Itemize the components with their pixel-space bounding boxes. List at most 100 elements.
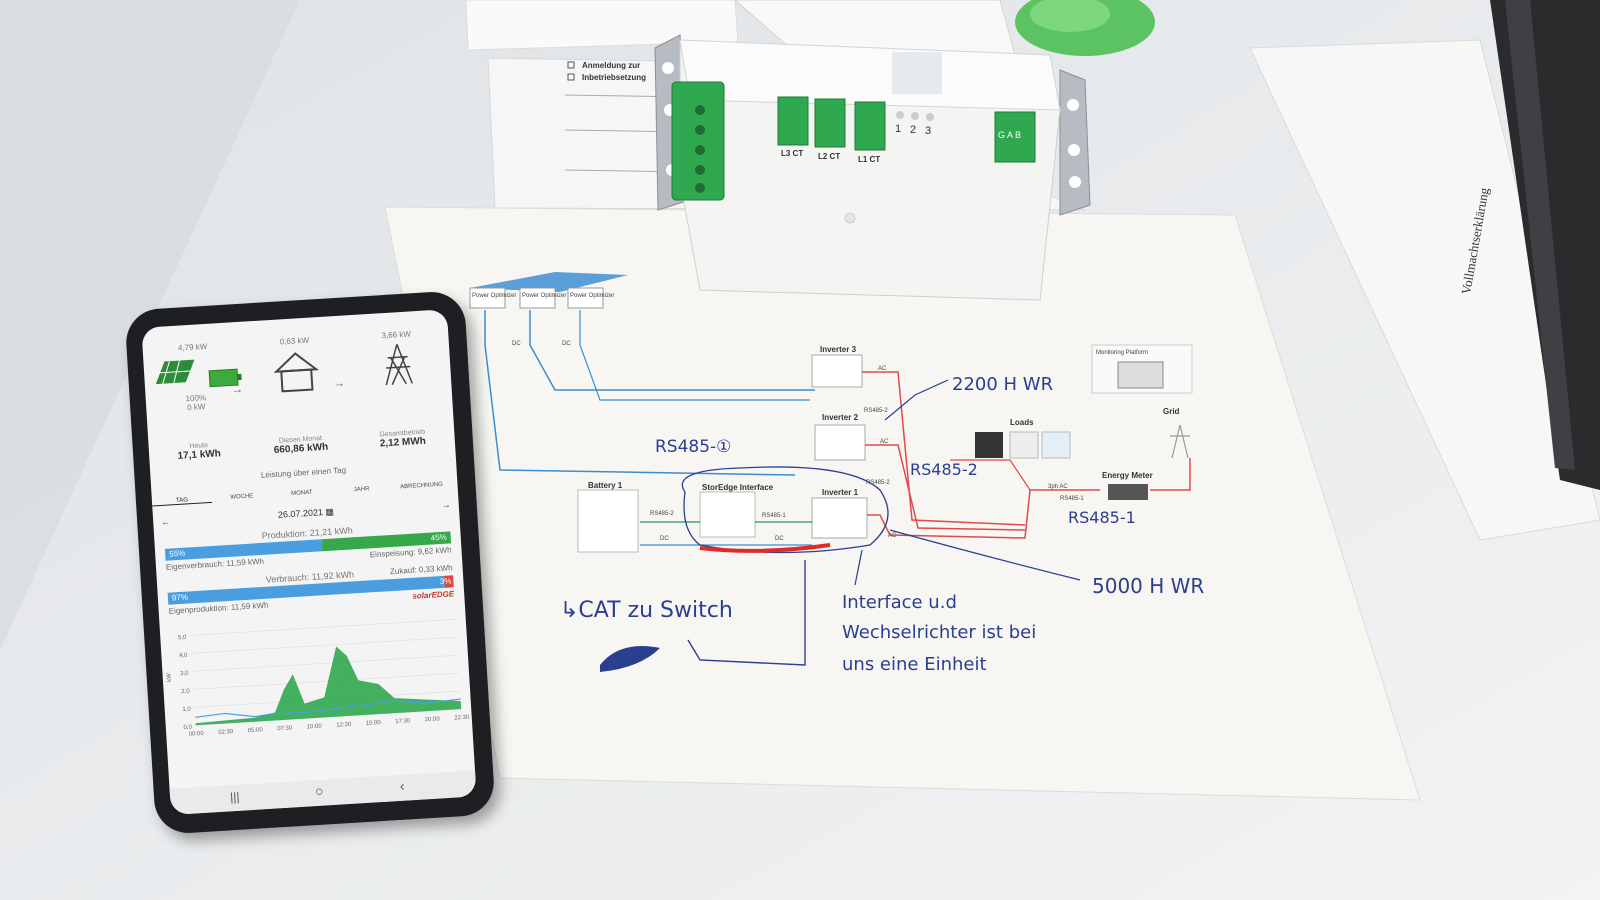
hand-wr5000: 5000 H WR — [1092, 574, 1204, 598]
battery-icon — [208, 368, 242, 388]
storedge-box — [699, 491, 756, 538]
optimizer-label-2: Power Optimizer — [522, 293, 566, 299]
stat-total: Gesamtbetrieb 2,12 MWh — [352, 427, 453, 451]
calendar-icon[interactable]: ▦ — [325, 506, 335, 517]
grid-line — [190, 618, 456, 636]
terminal-gab — [994, 111, 1036, 163]
rs485-1-storedge: RS485-1 — [762, 513, 786, 519]
ct-terminal-l3 — [777, 96, 809, 146]
tab-billing[interactable]: ABRECHNUNG — [400, 481, 444, 491]
back-icon[interactable]: ‹ — [399, 777, 405, 794]
ct-label-l3: L3 CT — [781, 149, 803, 158]
terminal-left — [671, 81, 725, 201]
y-tick-label: 0,0 — [183, 724, 192, 731]
hand-rs485-2: RS485-2 — [910, 460, 978, 479]
energy-meter-box — [1108, 484, 1148, 500]
grid-line — [193, 672, 460, 690]
production-feed-pct: 45% — [430, 532, 447, 543]
hand-wr2200: 2200 H WR — [952, 374, 1053, 395]
loads-label: Loads — [1010, 418, 1034, 427]
dc-inverter: DC — [775, 536, 784, 542]
dc-label-1: DC — [512, 341, 521, 347]
phone-screen: 4,79 kW 100% 0 kW 0,63 kW 3,66 kW — [141, 309, 477, 815]
arrow-right-icon-2: → — [332, 375, 346, 391]
grid-line — [191, 636, 457, 654]
hand-note-line-3: uns eine Einheit — [842, 654, 987, 675]
printed-diagram: Power Optimizer Power Optimizer Power Op… — [469, 272, 1193, 553]
hand-note-line-2: Wechselrichter ist bei — [842, 622, 1036, 643]
consumption-line — [195, 698, 461, 718]
inverter-1-box — [811, 497, 868, 539]
arrow-right-icon: → — [230, 381, 244, 397]
x-tick-label: 05:00 — [248, 727, 264, 734]
x-tick-label: 12:30 — [336, 722, 352, 729]
optimizer-label-1: Power Optimizer — [472, 293, 516, 299]
house-icon — [273, 352, 319, 393]
monitoring-label: Monitoring Platform — [1096, 350, 1148, 356]
date-text: 26.07.2021 — [277, 507, 324, 520]
load-washer — [1041, 431, 1071, 459]
inverter-1-label: Inverter 1 — [822, 488, 859, 497]
solar-panel-icon — [155, 359, 195, 385]
load-tv — [975, 432, 1003, 458]
production-area — [195, 646, 462, 726]
tab-week[interactable]: WOCHE — [230, 493, 254, 501]
rs485-inv1: RS485-2 — [866, 480, 890, 486]
led-2: 2 — [910, 124, 916, 136]
battery-label: Battery 1 — [588, 481, 623, 490]
ac-label-1: AC — [878, 366, 887, 372]
inverter-3-label: Inverter 3 — [820, 345, 857, 354]
form-item: Inbetriebsetzung — [582, 73, 646, 82]
home-icon[interactable]: ○ — [314, 782, 324, 800]
y-tick-label: 3,0 — [180, 671, 189, 678]
y-tick-label: 5,0 — [178, 635, 187, 642]
ct-label-l2: L2 CT — [818, 152, 840, 161]
inverter-3-box — [811, 354, 863, 388]
x-tick-label: 07:30 — [277, 725, 293, 732]
battery-box — [577, 489, 639, 553]
x-tick-label: 22:30 — [454, 715, 470, 722]
smartphone: 4,79 kW 100% 0 kW 0,63 kW 3,66 kW — [124, 290, 496, 835]
production-self-pct: 55% — [168, 548, 186, 559]
hand-cat-switch: ↳CAT zu Switch — [560, 598, 733, 623]
prev-day-icon[interactable]: ← — [160, 516, 171, 527]
storedge-label: StorEdge Interface — [702, 483, 774, 492]
consumption-grid-pct: 3% — [439, 576, 452, 587]
dc-label-2: DC — [562, 341, 571, 347]
terminal-gab-label: G A B — [998, 130, 1021, 140]
y-tick-label: 1,0 — [182, 707, 191, 714]
consumption-self-pct: 97% — [171, 592, 189, 603]
load-fridge — [1009, 431, 1039, 459]
y-tick-label: 4,0 — [179, 653, 188, 660]
ct-label-l1: L1 CT — [858, 155, 880, 164]
hand-note-line-1: Interface u.d — [842, 592, 957, 613]
stat-today: Heute 17,1 kWh — [149, 440, 250, 464]
tab-month[interactable]: MONAT — [290, 489, 313, 498]
led-1: 1 — [895, 123, 901, 135]
brand-logo: solarEDGE — [412, 589, 455, 601]
recents-icon[interactable]: ||| — [229, 789, 240, 805]
ac-label-3: AC — [888, 533, 897, 539]
x-tick-label: 00:00 — [189, 731, 205, 738]
tab-day[interactable]: TAG — [151, 495, 213, 507]
energy-meter-label: Energy Meter — [1102, 471, 1153, 480]
next-day-icon[interactable]: → — [441, 499, 452, 510]
optimizers: Power Optimizer Power Optimizer Power Op… — [469, 287, 614, 309]
ct-terminal-l1 — [854, 101, 886, 151]
ac-3ph-label: 3ph AC — [1048, 484, 1068, 490]
inverter-2-box — [814, 424, 866, 461]
tab-year[interactable]: JAHR — [353, 486, 370, 494]
x-tick-label: 15:00 — [366, 720, 382, 727]
y-tick-label: 2,0 — [181, 689, 190, 696]
ac-label-2: AC — [880, 439, 889, 445]
inverter-2-label: Inverter 2 — [822, 413, 859, 422]
x-tick-label: 17:30 — [395, 718, 411, 725]
hand-rs485-1: RS485-1 — [1068, 508, 1136, 527]
rs485-inv2: RS485-2 — [864, 408, 888, 414]
dc-battery: DC — [660, 536, 669, 542]
power-tower-icon — [385, 344, 413, 386]
x-tick-label: 02:30 — [218, 729, 234, 736]
handwritten-notes: 2200 H WR RS485-① RS485-2 RS485-1 5000 H… — [560, 374, 1204, 675]
